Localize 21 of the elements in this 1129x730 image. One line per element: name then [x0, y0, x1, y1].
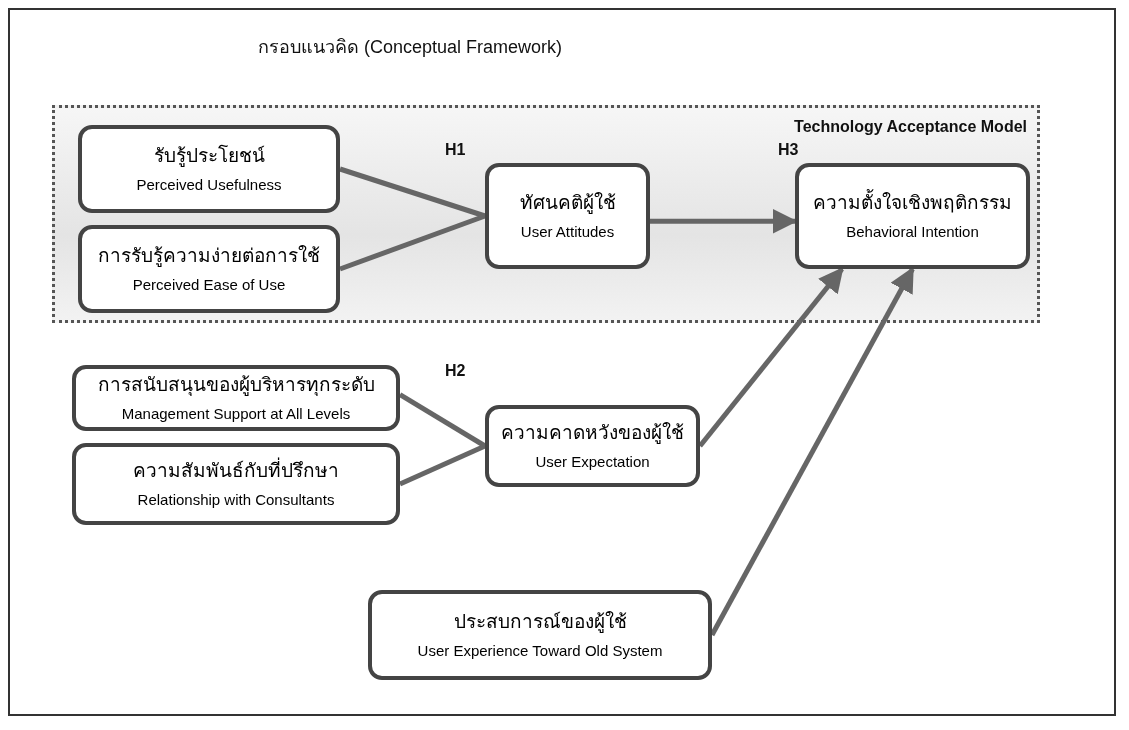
concept-box: ความคาดหวังของผู้ใช้ User Expectation: [485, 405, 700, 487]
connector-line: [339, 166, 486, 219]
concept-box: การรับรู้ความง่ายต่อการใช้ Perceived Ease of Use: [78, 225, 340, 313]
arrow: [650, 208, 798, 234]
connector-line: [339, 213, 486, 272]
concept-box: ความตั้งใจเชิงพฤติกรรม Behavioral Intention: [795, 163, 1030, 269]
connector-line: [398, 392, 487, 449]
diagram-title: กรอบแนวคิด (Conceptual Framework): [256, 36, 564, 59]
band-heading: Technology Acceptance Model: [794, 118, 1027, 136]
concept-box: ทัศนคติผู้ใช้ User Attitudes: [485, 163, 650, 269]
concept-box: ความสัมพันธ์กับที่ปรึกษา Relationship with Consultants: [72, 443, 400, 525]
model-band: [52, 105, 1040, 323]
concept-box: ประสบการณ์ของผู้ใช้ User Experience Toward Old System: [368, 590, 712, 680]
arrow: [709, 266, 915, 637]
hypothesis-label: H3: [778, 141, 799, 159]
connector-line: [398, 443, 487, 487]
hypothesis-label: H2: [445, 362, 466, 380]
hypothesis-label: H1: [445, 141, 466, 159]
concept-box: การสนับสนุนของผู้บริหารทุกระดับ Management Support at All Levels: [72, 365, 400, 431]
arrow: [698, 267, 844, 448]
concept-box: รับรู้ประโยชน์ Perceived Usefulness: [78, 125, 340, 213]
